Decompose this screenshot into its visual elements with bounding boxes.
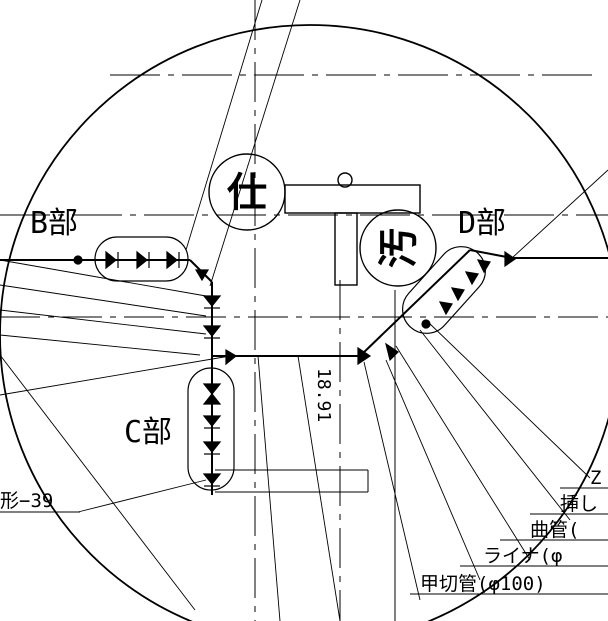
- kanji-right-label: 汚: [376, 228, 422, 268]
- kanji-left-label: 仕: [227, 170, 267, 216]
- detail-circle: [0, 24, 608, 621]
- fitting-symbols: [73, 250, 517, 487]
- leader-label-5: ライナ(φ: [483, 545, 563, 567]
- part-b-label: B部: [30, 206, 78, 241]
- leader-label-6: 甲切管(φ100): [420, 573, 546, 595]
- part-c-label: C部: [124, 415, 172, 450]
- part-d-label: D部: [458, 206, 506, 241]
- dimension-label: 18.91: [313, 368, 334, 422]
- leader-label-2: Z: [590, 467, 601, 489]
- leader-label-1: 形−39: [0, 490, 53, 512]
- kanji-symbols: 仕 汚: [208, 153, 437, 287]
- fitting-groups: [94, 236, 486, 491]
- leader-baselines: [0, 487, 608, 595]
- leader-label-4: 曲管(: [530, 519, 579, 541]
- leader-label-3: 挿し: [560, 493, 598, 515]
- pipe-lines: [0, 249, 608, 495]
